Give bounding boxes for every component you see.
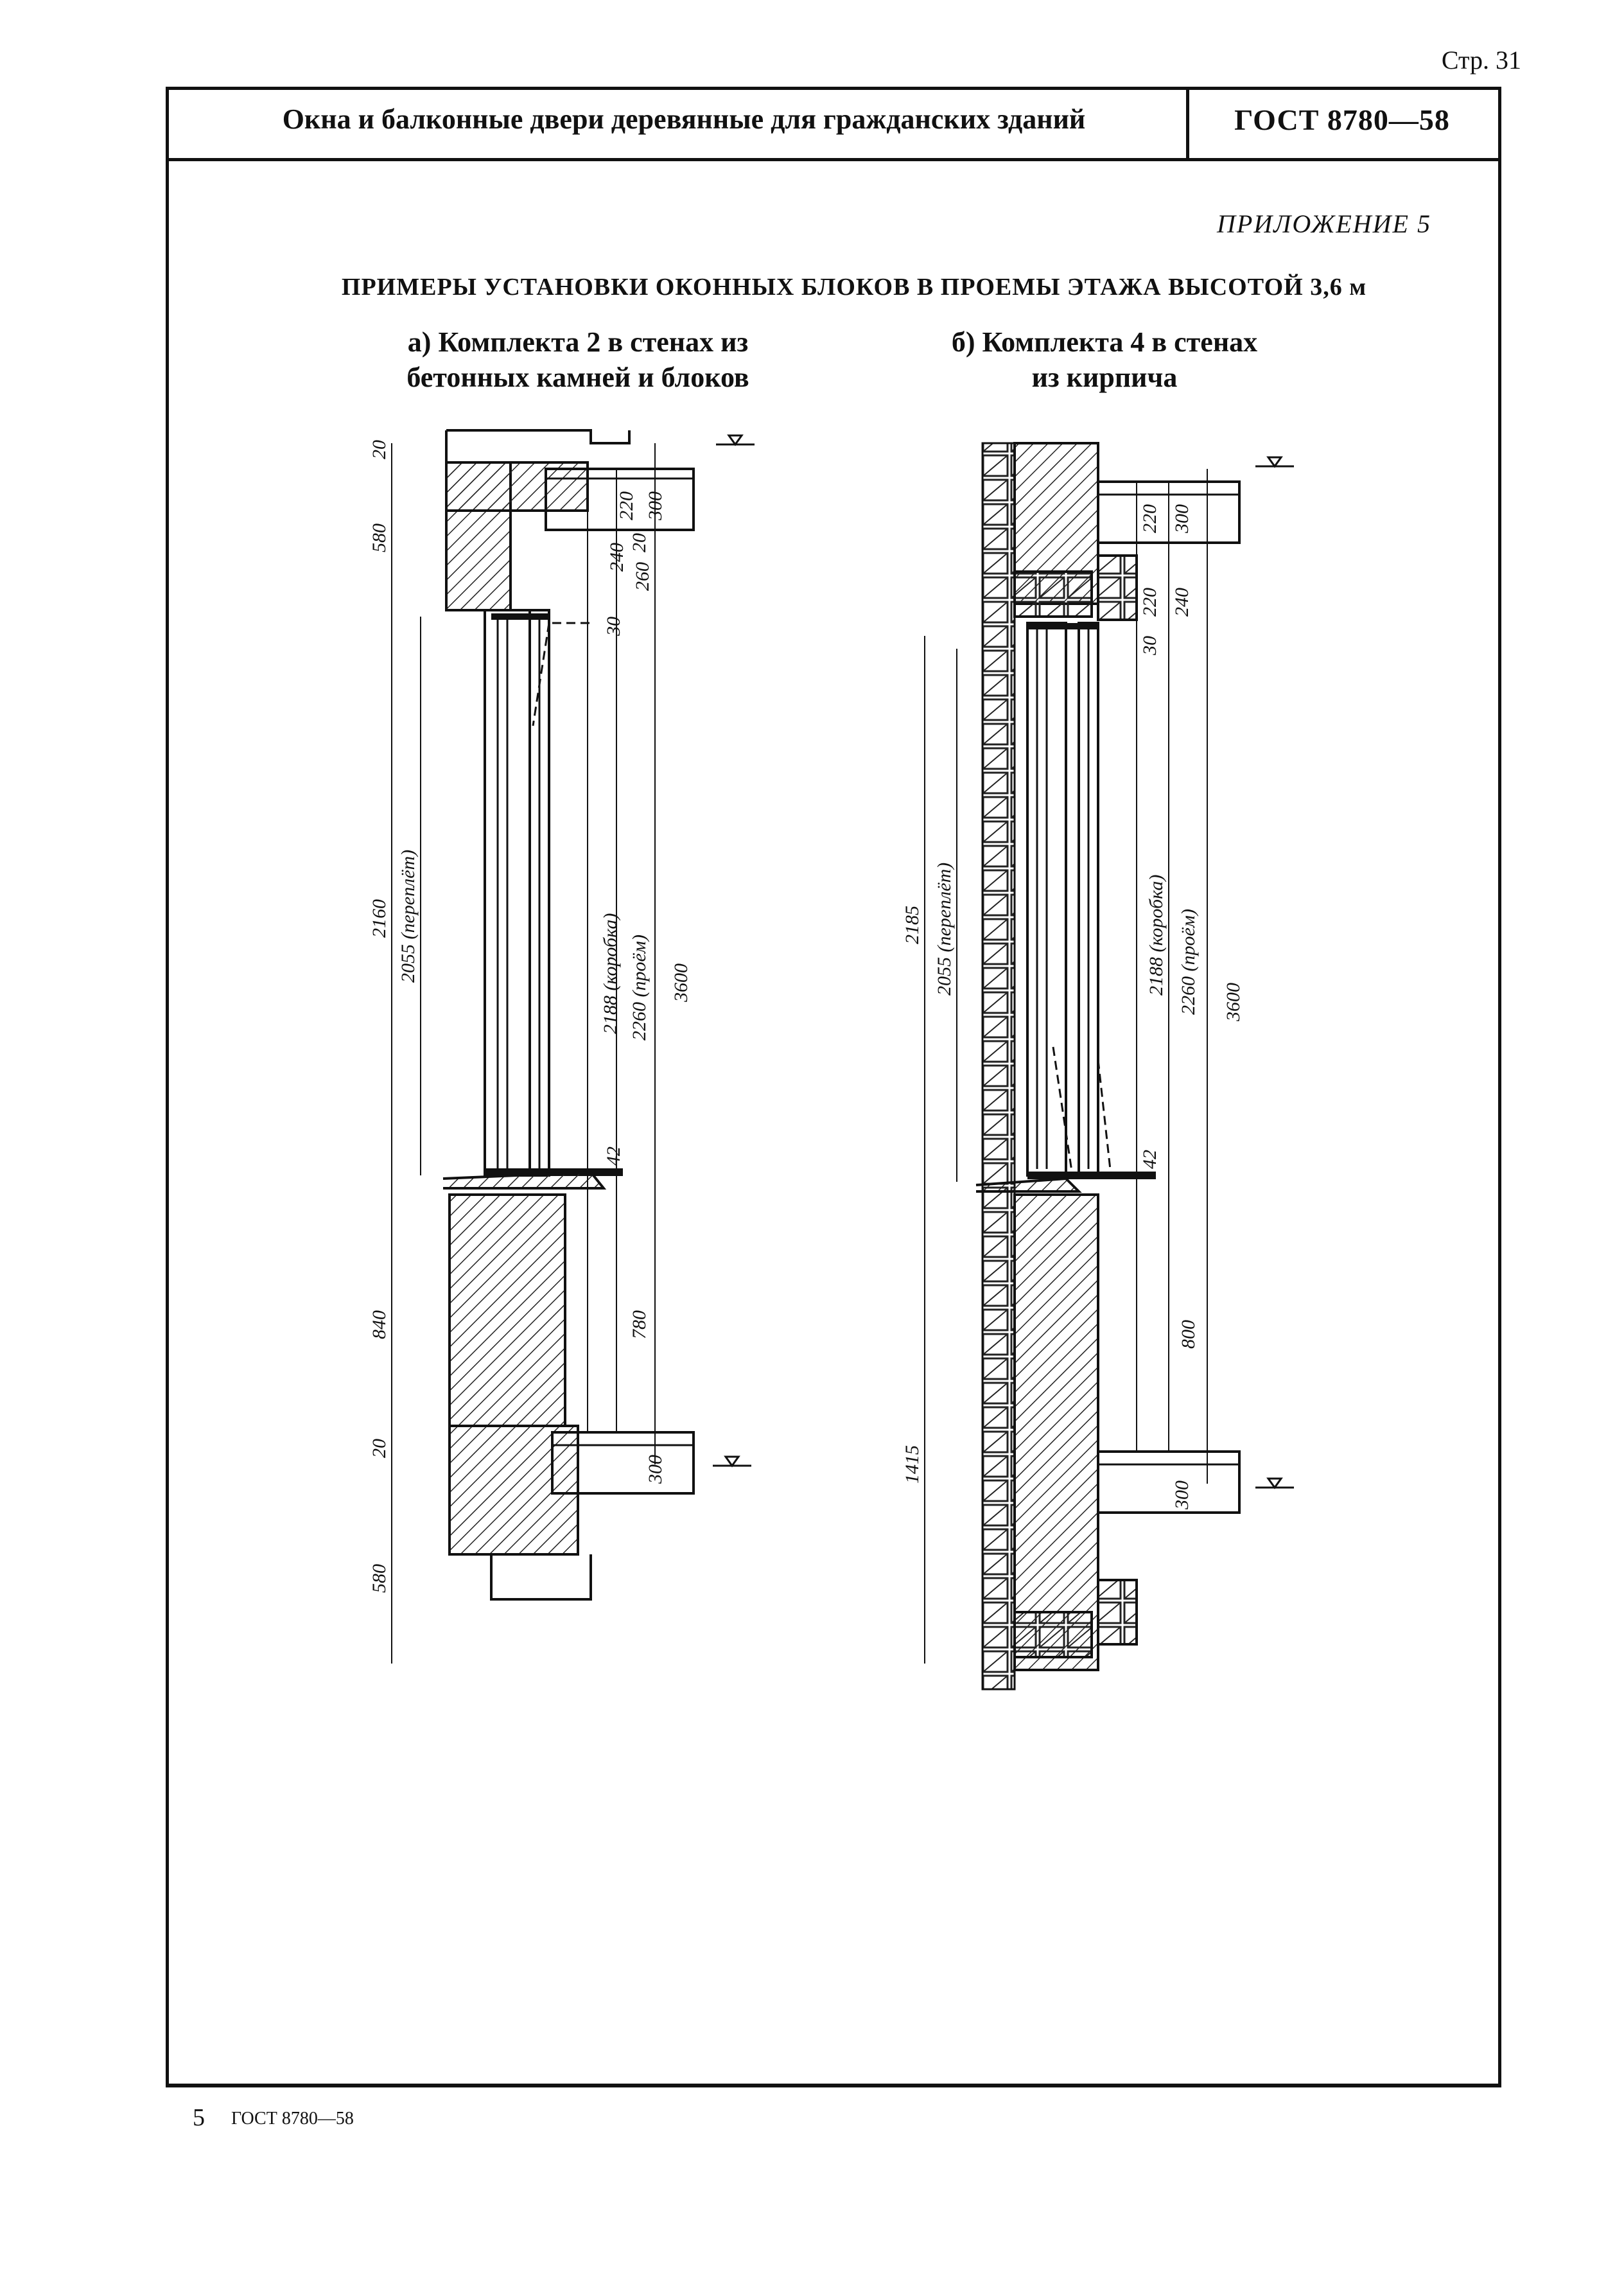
subtitle-b-line1: б) Комплекта 4 в стенах <box>951 326 1258 358</box>
subtitle-a-line2: бетонных камней и блоков <box>406 362 749 393</box>
b-dim-30: 30 <box>1139 636 1160 656</box>
a-dim-3600: 3600 <box>670 963 692 1003</box>
a-dim-2055: 2055 (переплёт) <box>397 850 419 983</box>
b-dim-2188: 2188 (коробка) <box>1146 875 1167 996</box>
b-brick-wall <box>981 442 1016 1691</box>
b-bottom-slab <box>1097 1450 1241 1514</box>
page-number: Стр. 31 <box>1441 46 1521 75</box>
a-bottom-slab <box>551 1431 695 1495</box>
a-dim-580-bot: 580 <box>369 1564 390 1593</box>
a-dim-2188: 2188 (коробка) <box>600 913 621 1034</box>
a-dim-2260: 2260 (проём) <box>629 935 650 1041</box>
a-dim-580-top: 580 <box>369 523 390 552</box>
a-level-mark-top <box>727 434 744 446</box>
b-level-mark-top <box>1266 456 1283 468</box>
a-dim-220: 220 <box>616 491 637 520</box>
b-dim-3600: 3600 <box>1223 983 1244 1022</box>
a-bottom-wall <box>448 1193 566 1427</box>
header-row <box>166 87 1501 161</box>
a-dim-300-top: 300 <box>645 491 666 521</box>
installation-drawings: 20 580 2160 2055 (переплёт) 220 300 240 … <box>369 429 1294 1691</box>
b-dim-2185: 2185 <box>902 906 923 944</box>
subtitle-b: б) Комплекта 4 в стенах из кирпича <box>912 324 1297 395</box>
a-dim-240: 240 <box>606 543 627 572</box>
a-dim-840: 840 <box>369 1310 390 1339</box>
b-bottom-pier <box>1013 1193 1099 1671</box>
header-divider <box>1186 87 1189 161</box>
a-dim-20-bot: 20 <box>369 1439 390 1458</box>
a-top-lintel <box>445 461 589 512</box>
b-dim-220b: 220 <box>1139 588 1160 617</box>
subtitle-a: а) Комплекта 2 в стенах из бетонных камн… <box>347 324 809 395</box>
a-dim-780: 780 <box>629 1310 650 1339</box>
a-dim-2160: 2160 <box>369 899 390 938</box>
main-title: ПРИМЕРЫ УСТАНОВКИ ОКОННЫХ БЛОКОВ В ПРОЕМ… <box>341 274 1367 301</box>
a-level-mark-bottom <box>724 1455 740 1468</box>
page-frame <box>166 87 1501 2087</box>
subtitle-b-line2: из кирпича <box>1031 362 1178 393</box>
a-dim-20-top: 20 <box>369 440 390 459</box>
footer-standard-code: ГОСТ 8780—58 <box>231 2109 354 2129</box>
b-dim-42: 42 <box>1139 1150 1160 1169</box>
b-dim-1415: 1415 <box>902 1445 923 1484</box>
a-dim-300-bot: 300 <box>645 1455 666 1484</box>
b-dim-300-top: 300 <box>1171 504 1192 534</box>
b-dim-240: 240 <box>1171 588 1192 617</box>
drawing-a: 20 580 2160 2055 (переплёт) 220 300 240 … <box>369 429 755 1664</box>
b-dim-2260: 2260 (проём) <box>1178 909 1199 1015</box>
b-dim-800: 800 <box>1178 1320 1199 1349</box>
header-standard-code: ГОСТ 8780—58 <box>1234 103 1450 136</box>
b-dim-300-bot: 300 <box>1171 1480 1192 1510</box>
b-dim-220a: 220 <box>1139 504 1160 533</box>
a-dim-30: 30 <box>603 617 624 637</box>
a-top-slab <box>545 468 695 531</box>
b-dim-2055: 2055 (переплёт) <box>934 863 955 996</box>
appendix-label: ПРИЛОЖЕНИЕ 5 <box>1217 209 1431 238</box>
header-title: Окна и балконные двери деревянные для гр… <box>282 103 1086 135</box>
a-dim-20-mid: 20 <box>629 533 650 552</box>
b-level-mark-bottom <box>1266 1477 1283 1489</box>
a-dim-260: 260 <box>632 562 653 591</box>
subtitle-a-line1: а) Комплекта 2 в стенах из <box>407 326 749 358</box>
a-bottom-lintel <box>448 1425 579 1556</box>
footer-page-number: 5 <box>193 2104 205 2131</box>
drawing-b: 220 300 220 240 30 2185 2055 (переплёт) … <box>902 442 1294 1691</box>
a-dim-42: 42 <box>603 1146 624 1166</box>
